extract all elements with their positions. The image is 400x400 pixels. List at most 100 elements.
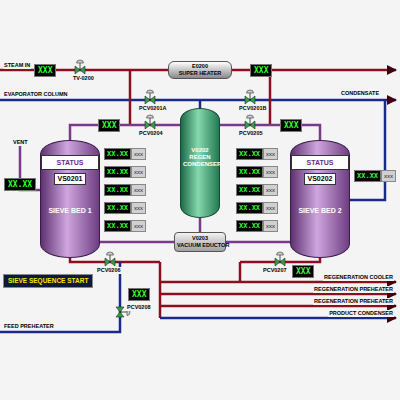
node-subtext: xxx <box>381 170 396 182</box>
process-pipe-connector <box>226 241 290 244</box>
node-text: V0203 <box>177 235 223 242</box>
node-text: XXX <box>254 66 268 75</box>
process-pipe <box>159 262 162 318</box>
node-subtext: xxx <box>131 202 146 214</box>
tag-readout: XX.XXxxx <box>236 202 278 214</box>
process-pipe <box>160 281 396 284</box>
valve-stem <box>110 255 111 262</box>
node-subtext: SIEVE BED 2 <box>296 207 343 215</box>
control-valve <box>275 252 285 266</box>
node-text: XX.XX <box>236 184 263 196</box>
node-text: XXX <box>296 267 310 276</box>
valve-tag: PCV0207 <box>262 267 288 274</box>
valve-stem <box>120 312 127 313</box>
value-display: XXX <box>98 119 120 132</box>
process-pipe <box>160 317 396 320</box>
valve-tag: PCV0205 <box>238 130 264 137</box>
stream-label: PRODUCT CONDENSER <box>328 310 394 317</box>
node-text: VS0202 <box>304 173 337 185</box>
status-band: STATUS <box>291 155 349 166</box>
node-text: STATUS <box>291 155 349 170</box>
valve-actuator <box>247 115 254 118</box>
value-display: XXX <box>128 288 150 301</box>
process-pipe-connector <box>199 218 202 232</box>
node-text: SIEVE SEQUENCE START <box>8 277 88 285</box>
valve-actuator <box>107 252 114 255</box>
node-text: XX.XX <box>104 184 131 196</box>
control-valve <box>145 90 155 104</box>
valve-actuator <box>147 115 154 118</box>
node-text: XXX <box>38 66 52 75</box>
node-text: XXX <box>284 121 298 130</box>
stream-label: STEAM IN <box>3 62 31 69</box>
tag-readout: XX.XXxxx <box>104 220 146 232</box>
tag-readout: XX.XXxxx <box>236 184 278 196</box>
tag-readout: XX.XXxxx <box>104 166 146 178</box>
tag-readout: XX.XXxxx <box>236 148 278 160</box>
control-valve <box>105 252 115 266</box>
valve-actuator <box>77 60 84 63</box>
process-pipe <box>0 99 396 102</box>
status-band: STATUS <box>41 155 99 166</box>
value-display: XXX <box>250 64 272 77</box>
node-text: XX.XX <box>104 166 131 178</box>
process-pipe-connector <box>100 241 174 244</box>
sequence-button: SIEVE SEQUENCE START <box>3 274 93 288</box>
value-display: XXX <box>34 64 56 77</box>
tag-readout: XX.XXxxx <box>104 202 146 214</box>
node-text: STATUS <box>41 155 99 170</box>
tag-readout: XX.XXxxx <box>104 148 146 160</box>
valve-tag: PCV0208 <box>126 304 152 311</box>
node-subtext: SIEVE BED 1 <box>46 207 93 215</box>
node-text: XX.XX <box>236 166 263 178</box>
node-subtext: xxx <box>263 166 278 178</box>
node-subtext: VACUUM EDUCTOR <box>177 242 223 249</box>
stream-label: FEED PREHEATER <box>3 323 55 330</box>
vacuum-eductor: V0203VACUUM EDUCTOR <box>174 232 226 252</box>
process-pipe <box>220 125 320 140</box>
node-text: XX.XX <box>236 220 263 232</box>
process-pipe <box>239 262 242 282</box>
sieve-bed-vessel: VS0201SIEVE BED 1 STATUS <box>40 140 100 258</box>
node-subtext: xxx <box>131 148 146 160</box>
value-display: XX.XX <box>4 178 36 191</box>
valve-stem <box>250 93 251 100</box>
tag-readout: XX.XXxxx <box>236 166 278 178</box>
valve-stem <box>280 255 281 262</box>
valve-tag: PCV0201A <box>138 105 168 112</box>
valve-actuator <box>247 90 254 93</box>
node-text: XX.XX <box>104 148 131 160</box>
valve-tag: PCV0201B <box>238 105 268 112</box>
valve-tag: TV-0200 <box>72 75 95 82</box>
sieve-bed-vessel: VS0202SIEVE BED 2 STATUS <box>290 140 350 258</box>
condenser-vessel: V0202REGEN CONDENSER <box>180 108 220 218</box>
node-text: XX.XX <box>236 202 263 214</box>
node-subtext: SUPER HEATER <box>172 70 228 77</box>
node-text: VS0201 <box>54 173 87 185</box>
valve-stem <box>150 118 151 125</box>
valve-actuator <box>277 252 284 255</box>
process-pipe <box>160 293 396 296</box>
valve-stem <box>150 93 151 100</box>
valve-tag: PCV0204 <box>138 130 164 137</box>
stream-label: REGENERATION PREHEATER <box>313 286 394 293</box>
process-pipe <box>269 70 272 125</box>
stream-label: REGENERATION COOLER <box>323 274 394 281</box>
node-text: XX.XX <box>8 180 32 189</box>
valve-stem <box>80 63 81 70</box>
node-subtext: xxx <box>263 202 278 214</box>
node-text: XX.XX <box>354 170 381 182</box>
node-text: XX.XX <box>104 220 131 232</box>
value-display: XXX <box>280 119 302 132</box>
node-subtext: xxx <box>131 184 146 196</box>
valve-actuator <box>147 90 154 93</box>
node-subtext: REGEN CONDENSER <box>183 154 217 168</box>
control-valve <box>75 60 85 74</box>
process-pipe <box>160 305 396 308</box>
tag-readout: XX.XXxxx <box>104 184 146 196</box>
node-text: E0200 <box>172 63 228 70</box>
node-subtext: xxx <box>131 220 146 232</box>
valve-tag: PCV0206 <box>96 267 122 274</box>
node-text: XX.XX <box>236 148 263 160</box>
tag-readout: XX.XXxxx <box>236 220 278 232</box>
